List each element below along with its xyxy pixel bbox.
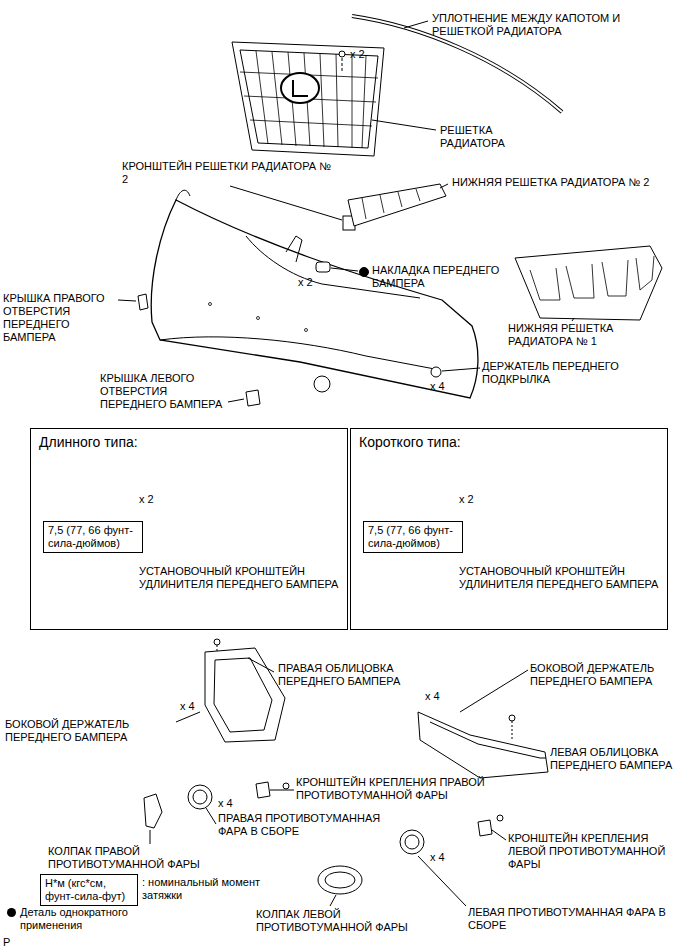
single-use-dot	[6, 907, 17, 918]
part-name: КРЫШКА ПРАВОГО ОТВЕРСТИЯ ПЕРЕДНЕГО БАМПЕ…	[3, 292, 115, 344]
part-name: УСТАНОВОЧНЫЙ КРОНШТЕЙН УДЛИНИТЕЛЯ ПЕРЕДН…	[139, 565, 339, 591]
torque-text: Н*м (кгс*см, фунт-сила-фут)	[45, 877, 133, 903]
part-name: УПЛОТНЕНИЕ МЕЖДУ КАПОТОМ И РЕШЕТКОЙ РАДИ…	[432, 12, 682, 38]
variant-panel: Короткого типа: x 2 УСТАНОВОЧНЫЙ КРОНШТЕЙН…	[350, 428, 668, 630]
part-name: КРОНШТЕЙН КРЕПЛЕНИЯ ЛЕВОЙ ПРОТИВОТУМАННО…	[508, 832, 686, 871]
panel-heading: Длинного типа:	[39, 434, 138, 451]
part-name: ДЕРЖАТЕЛЬ ПЕРЕДНЕГО ПОДКРЫЛКА	[482, 360, 682, 386]
quantity-note: x 2	[350, 48, 365, 61]
torque-box: 7,5 (77, 66 фунт-сила-дюймов)	[363, 521, 463, 553]
quantity-note: x 4	[425, 690, 440, 703]
figure-code: P	[3, 936, 10, 949]
quantity-note: x 4	[430, 851, 445, 864]
part-name: ПРАВАЯ ПРОТИВОТУМАННАЯ ФАРА В СБОРЕ	[218, 812, 408, 838]
part-name: НАКЛАДКА ПЕРЕДНЕГО БАМПЕРА	[372, 264, 522, 290]
part-name: БОКОВОЙ ДЕРЖАТЕЛЬ ПЕРЕДНЕГО БАМПЕРА	[530, 662, 680, 688]
variant-panel: Длинного типа: x 2 УСТАНОВОЧНЫЙ КРОНШТЕЙН …	[30, 428, 348, 630]
part-name: УСТАНОВОЧНЫЙ КРОНШТЕЙН УДЛИНИТЕЛЯ ПЕРЕДН…	[459, 565, 659, 591]
quantity-note: x 4	[180, 700, 195, 713]
torque-text: 7,5 (77, 66 фунт-сила-дюймов)	[48, 524, 138, 550]
legend-note: : номинальный момент затяжки	[142, 876, 262, 902]
quantity-note: x 2	[459, 493, 474, 506]
part-name: КОЛПАК ПРАВОЙ ПРОТИВОТУМАННОЙ ФАРЫ	[48, 845, 223, 871]
part-name: КРОНШТЕЙН КРЕПЛЕНИЯ ПРАВОЙ ПРОТИВОТУМАНН…	[296, 776, 511, 802]
quantity-note: x 2	[139, 493, 154, 506]
part-name: НИЖНЯЯ РЕШЕТКА РАДИАТОРА № 2	[452, 176, 672, 189]
part-name: РЕШЕТКА РАДИАТОРА	[440, 124, 560, 150]
part-name: КОЛПАК ЛЕВОЙ ПРОТИВОТУМАННОЙ ФАРЫ	[256, 908, 426, 934]
quantity-note: x 4	[218, 797, 233, 810]
panel-heading: Короткого типа:	[359, 434, 461, 451]
part-name: КРОНШТЕЙН РЕШЕТКИ РАДИАТОРА № 2	[122, 160, 332, 186]
part-name: ЛЕВАЯ ПРОТИВОТУМАННАЯ ФАРА В СБОРЕ	[468, 906, 668, 932]
quantity-note: x 2	[298, 276, 313, 289]
part-name: КРЫШКА ЛЕВОГО ОТВЕРСТИЯ ПЕРЕДНЕГО БАМПЕР…	[100, 372, 230, 411]
torque-box: 7,5 (77, 66 фунт-сила-дюймов)	[43, 521, 143, 553]
part-name: ЛЕВАЯ ОБЛИЦОВКА ПЕРЕДНЕГО БАМПЕРА	[550, 746, 680, 772]
legend-text: Деталь однократного применения	[20, 906, 146, 932]
part-name: БОКОВОЙ ДЕРЖАТЕЛЬ ПЕРЕДНЕГО БАМПЕРА	[5, 718, 175, 744]
part-name: ПРАВАЯ ОБЛИЦОВКА ПЕРЕДНЕГО БАМПЕРА	[278, 662, 448, 688]
torque-text: 7,5 (77, 66 фунт-сила-дюймов)	[368, 524, 458, 550]
legend-item: Деталь однократного применения	[6, 906, 146, 932]
torque-legend-box: Н*м (кгс*см, фунт-сила-фут)	[40, 874, 138, 906]
part-name: НИЖНЯЯ РЕШЕТКА РАДИАТОРА № 1	[508, 322, 648, 348]
quantity-note: x 4	[430, 380, 445, 393]
